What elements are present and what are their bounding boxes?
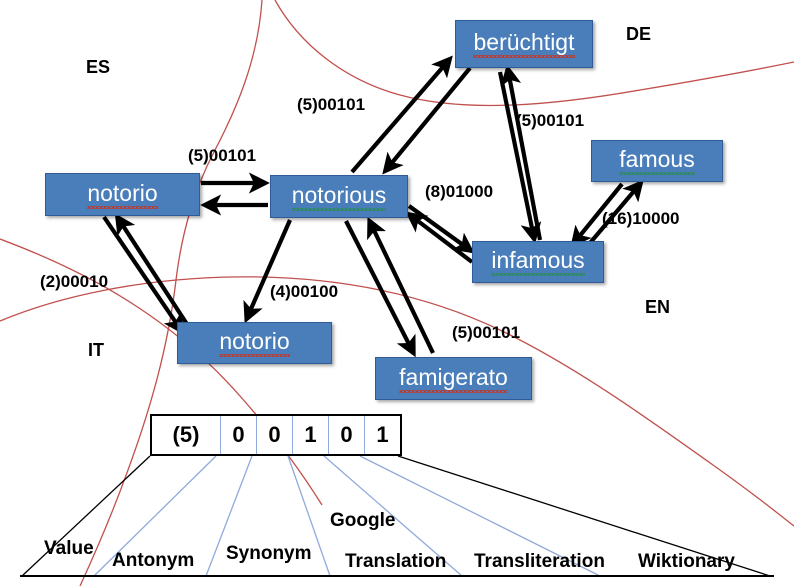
legend-label-translation: Translation xyxy=(345,551,447,572)
edge-label-notorious-beruchtigt: (5)00101 xyxy=(297,95,366,114)
node-notorio-it[interactable]: notorio xyxy=(177,322,332,364)
legend-label-transliteration: Transliteration xyxy=(474,551,605,572)
edge-label-notorio-es-notorious: (5)00101 xyxy=(188,146,257,165)
edge-beruchtigt-to-infamous xyxy=(497,71,542,244)
edge-famigerato-to-notorious xyxy=(367,216,435,354)
language-label-it: IT xyxy=(88,340,104,360)
bit-cell-wiktionary: 1 xyxy=(364,416,400,454)
edge-notorious-to-beruchtigt xyxy=(350,55,453,174)
legend-label-antonym: Antonym xyxy=(112,550,195,571)
leader-line-antonym xyxy=(93,455,217,577)
bit-cell-value: (5) xyxy=(172,422,200,447)
node-label: notorious xyxy=(291,181,387,211)
edge-label-notorious-notorio-it: (4)00100 xyxy=(270,282,339,301)
node-label: famigerato xyxy=(399,363,508,393)
node-beruchtigt[interactable]: berüchtigt xyxy=(455,20,593,68)
node-label: famous xyxy=(619,146,696,175)
bit-vector-table: (5) 0 0 1 0 1 xyxy=(150,414,402,456)
edge-notorious-to-notorio-it xyxy=(243,219,292,324)
leader-line-synonym xyxy=(205,455,253,577)
node-label: notorio xyxy=(87,179,158,209)
bit-cell-synonym: 0 xyxy=(256,416,292,454)
edge-notorious-to-famigerato xyxy=(344,220,416,358)
node-notorious[interactable]: notorious xyxy=(270,175,408,218)
node-infamous[interactable]: infamous xyxy=(472,241,604,283)
edge-infamous-to-famous xyxy=(588,179,644,245)
node-notorio-es[interactable]: notorio xyxy=(45,173,200,216)
legend-label-google: Google xyxy=(330,510,396,531)
region-curve-it-en xyxy=(0,276,794,527)
leader-line-google-translation xyxy=(287,455,331,577)
bit-cell-google-translation: 1 xyxy=(292,416,328,454)
legend-label-value: Value xyxy=(44,538,94,559)
edge-label-famous-infamous: (16)10000 xyxy=(602,209,680,228)
edge-infamous-to-notorious xyxy=(405,211,474,264)
language-label-es: ES xyxy=(86,57,111,77)
bit-cell-antonym: 0 xyxy=(220,416,256,454)
edge-famous-to-infamous xyxy=(570,182,624,248)
edge-label-notorious-infamous: (8)01000 xyxy=(425,182,494,201)
edge-infamous-to-beruchtigt xyxy=(500,64,543,241)
leader-line-wiktionary xyxy=(359,455,601,577)
node-label: infamous xyxy=(491,247,585,276)
language-label-en: EN xyxy=(645,297,671,317)
edge-label-notorious-famigerato: (5)00101 xyxy=(452,323,521,342)
legend-label-synonym: Synonym xyxy=(226,543,312,564)
edge-beruchtigt-to-notorious xyxy=(382,66,472,175)
leader-line-transliteration xyxy=(323,455,463,577)
bit-cell-transliteration: 0 xyxy=(328,416,364,454)
leader-line-table-right-edge xyxy=(397,455,771,577)
edge-label-beruchtigt-infamous: (5)00101 xyxy=(516,111,585,130)
node-label: notorio xyxy=(219,328,290,357)
node-label: berüchtigt xyxy=(473,29,575,58)
node-famous[interactable]: famous xyxy=(591,140,723,182)
legend-label-wiktionary: Wiktionary xyxy=(638,551,735,572)
edge-label-notorio-es-notorio-it: (2)00010 xyxy=(40,272,109,291)
leader-line-value xyxy=(21,455,151,577)
edge-notorio-it-to-notorio-es xyxy=(114,213,198,340)
node-famigerato[interactable]: famigerato xyxy=(375,357,532,400)
language-label-de: DE xyxy=(626,24,652,44)
